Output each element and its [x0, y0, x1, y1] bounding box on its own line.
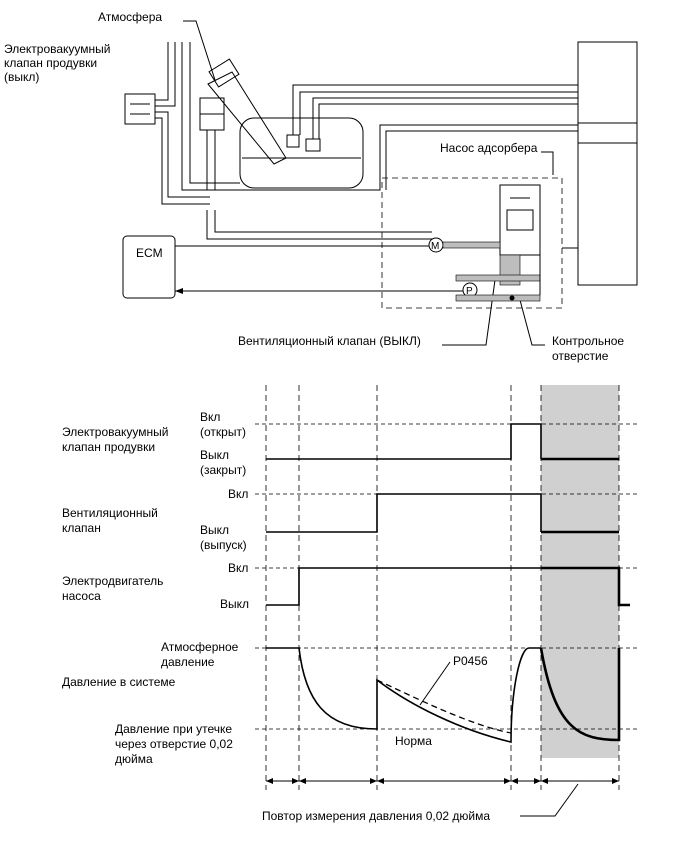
canister-pump-module: [381, 177, 563, 309]
purge-vsv-on-label-line1: Вкл: [200, 410, 220, 424]
leak-pressure-label-line2: через отверстие 0,02: [115, 737, 233, 751]
purge-vsv-off-label-line1: Выкл: [200, 448, 229, 462]
purge-vsv-signal-label-line1: Электровакуумный: [62, 425, 169, 439]
pump-off-label: Выкл: [220, 597, 249, 611]
purge-vsv-signal-label-line2: клапан продувки: [62, 440, 155, 454]
vent-valve-on-label: Вкл: [228, 487, 248, 501]
atm-pressure-label-line1: Атмосферное: [161, 640, 239, 654]
repeat-pressure-curve: [539, 647, 621, 742]
ecm: [122, 235, 176, 299]
p0456-label: P0456: [453, 654, 488, 668]
vent-valve-signal-label-line2: клапан: [62, 521, 101, 535]
atm-pressure-label-line2: давление: [161, 655, 215, 669]
purge-vsv-off-label-line2: (закрыт): [200, 463, 246, 477]
vent-valve-off-label-line1: Выкл: [200, 523, 229, 537]
fuel-cap: [208, 58, 240, 88]
atmosphere-label: Атмосфера: [98, 10, 162, 24]
timing-chart: Электровакуумный клапан продувки Вентиля…: [62, 385, 640, 823]
system-pressure-curve: [266, 647, 541, 744]
motor-symbol: M: [431, 241, 439, 252]
pump-motor-signal: [266, 567, 541, 606]
repeat-zone-shade: [541, 385, 619, 758]
purge-vsv-signal: [266, 423, 542, 460]
dtc-p0456-curve: [376, 679, 512, 734]
pump-on-label: Вкл: [228, 561, 248, 575]
purge-vsv-label-line2: клапан продувки: [4, 56, 97, 70]
leak-pressure-label-line1: Давление при утечке: [115, 722, 232, 736]
pump-motor-signal-label-line1: Электродвигатель: [62, 574, 163, 588]
vent-valve-signal-label-line1: Вентиляционный: [62, 506, 158, 520]
purge-vsv-label-line3: (выкл): [4, 70, 39, 84]
system-schematic: Атмосфера Электровакуумный клапан продув…: [4, 10, 638, 363]
ecm-label: ECM: [136, 246, 163, 260]
purge-vsv-label-line1: Электровакуумный: [4, 42, 111, 56]
purge-vsv-on-label-line2: (открыт): [200, 425, 246, 439]
reference-orifice-label-line2: отверстие: [552, 349, 609, 363]
normal-label: Норма: [395, 734, 432, 748]
vent-valve-label: Вентиляционный клапан (ВЫКЛ): [238, 334, 421, 348]
canister-pump-label: Насос адсорбера: [440, 141, 538, 155]
fuel-tank: [239, 117, 364, 189]
reference-orifice-label-line1: Контрольное: [552, 334, 624, 348]
system-pressure-label: Давление в системе: [62, 675, 176, 689]
repeat-measurement-label: Повтор измерения давления 0,02 дюйма: [262, 809, 490, 823]
pump-motor-signal-label-line2: насоса: [62, 589, 101, 603]
purge-vsv: [124, 93, 156, 125]
pump-motor-signal-repeat: [541, 566, 630, 607]
pressure-symbol: P: [466, 286, 473, 297]
leak-pressure-label-line3: дюйма: [115, 752, 153, 766]
vent-valve: [499, 184, 541, 256]
vent-valve-off-label-line2: (выпуск): [200, 538, 247, 552]
reference-orifice: [509, 295, 515, 301]
vent-valve-signal: [266, 493, 542, 533]
charcoal-canister: [577, 41, 638, 286]
